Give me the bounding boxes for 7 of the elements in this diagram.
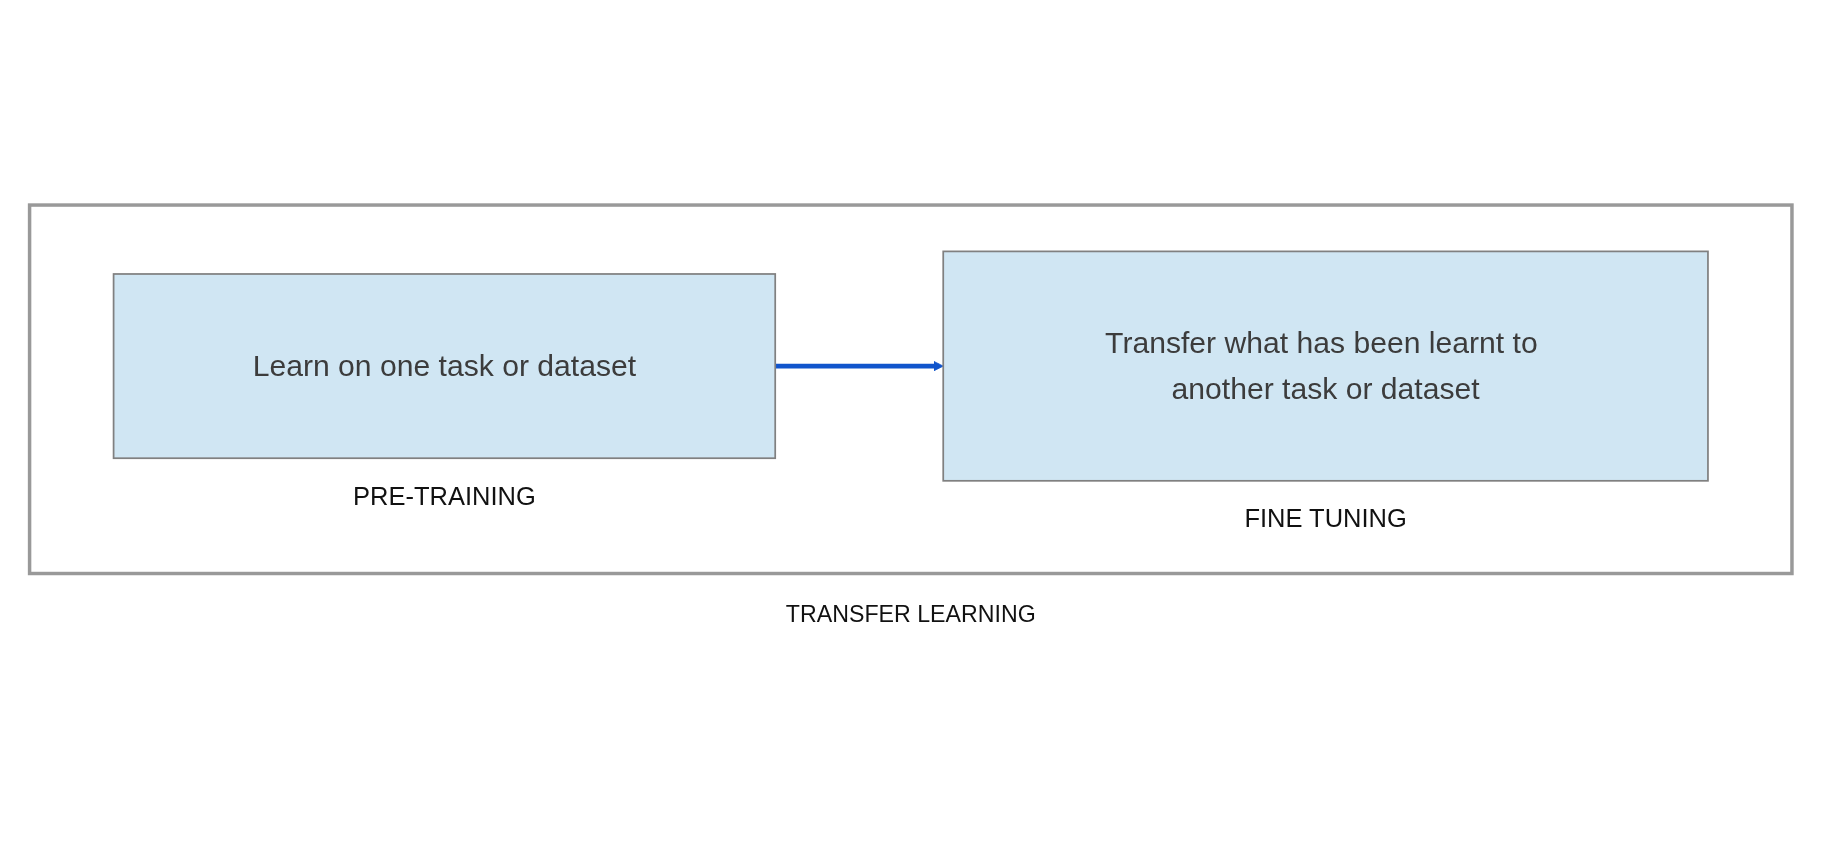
node-label: PRE-TRAINING: [353, 481, 536, 510]
node-label: FINE TUNING: [1244, 504, 1407, 533]
cluster: [28, 203, 1794, 576]
node-box: Learn on one task or dataset: [112, 273, 777, 460]
arrow: [775, 360, 944, 372]
node-label: TRANSFER LEARNING: [786, 601, 1036, 627]
node-box: Transfer what has been learnt to another task or dataset: [942, 250, 1710, 482]
